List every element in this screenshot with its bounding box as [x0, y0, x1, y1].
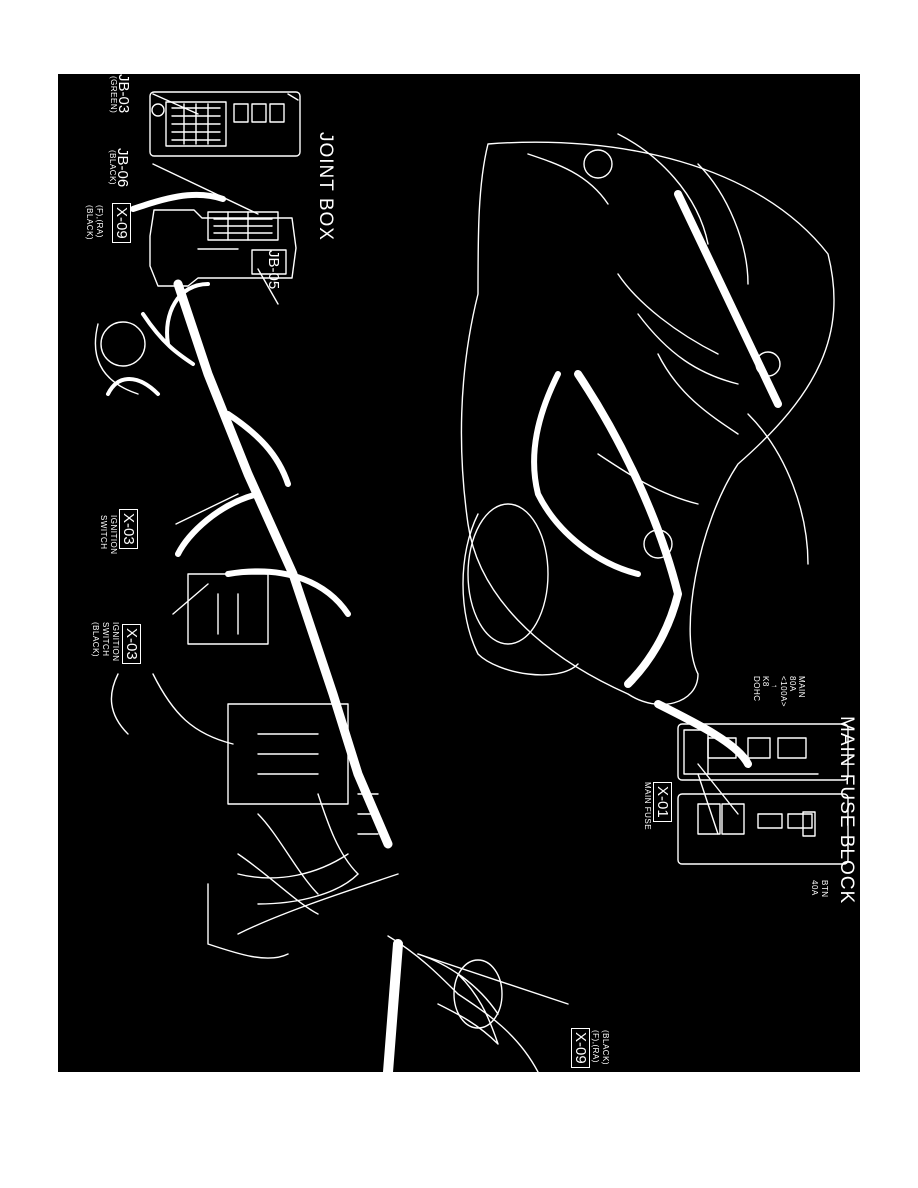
inset-x-09-variant: (F),(RA) [591, 1030, 600, 1063]
x-09-variant: (F),(RA) [95, 205, 104, 238]
x-01-caption: MAIN FUSE [643, 782, 652, 831]
main-fuse-label-3: <100A> [779, 676, 788, 708]
jb-06-color: (BLACK) [108, 150, 117, 186]
wiring-harness-artwork [94, 91, 849, 1072]
inset-x-09-color: (BLACK) [601, 1030, 610, 1066]
wiring-diagram-panel [58, 74, 860, 1072]
x-09-color: (BLACK) [85, 205, 94, 241]
x-03-a-line2: SWITCH [99, 515, 108, 550]
jb-06-box-drawing [149, 209, 297, 287]
jb-05-code: JB-05 [265, 250, 282, 290]
x-03-label-b: X-03 [122, 624, 141, 664]
main-fuse-label-2: 80A [788, 676, 797, 692]
jb-03-color: (GREEN) [109, 76, 118, 114]
x-03-a-line1: IGNITION [109, 515, 118, 555]
main-fuse-label-1: MAIN [797, 676, 806, 698]
x-03-b-line2: SWITCH [101, 622, 110, 657]
x-03-label-a: X-03 [119, 509, 138, 549]
main-fuse-label-6: DOHC [752, 676, 761, 702]
x-01-label: X-01 [653, 782, 672, 822]
btn-fuse-label-2: 40A [810, 880, 819, 896]
bottom-inset-drawing [383, 935, 569, 1072]
btn-fuse-label-1: BTN [820, 880, 829, 898]
dash-harness-main [173, 279, 393, 849]
inset-x-09-label: X-09 [571, 1028, 590, 1068]
jb-03-box-drawing [149, 91, 301, 157]
engine-bay-drawing [460, 133, 835, 768]
main-fuse-block-title: MAIN FUSE BLOCK [836, 716, 857, 905]
x-03-b-line3: (BLACK) [91, 622, 100, 658]
x-09-label: X-09 [112, 203, 131, 243]
main-fuse-label-4: ↑ [770, 684, 779, 689]
main-fuse-block-drawing [677, 723, 849, 865]
main-fuse-label-5: K8 [761, 676, 770, 687]
joint-box-title: JOINT BOX [315, 132, 336, 241]
x-03-b-line1: IGNITION [111, 622, 120, 662]
